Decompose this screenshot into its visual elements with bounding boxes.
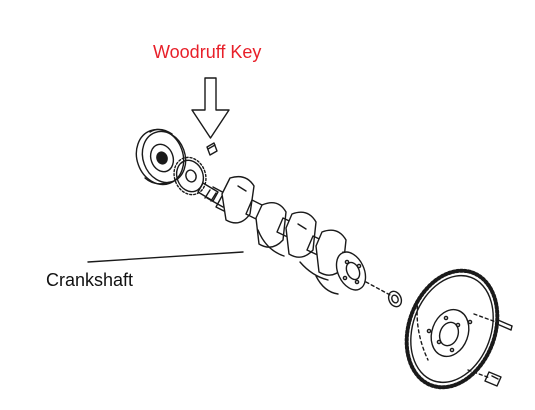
pilot-bearing [387,290,403,308]
woodruff-key [206,142,218,156]
crankshaft-body [215,175,357,295]
rear-flange [335,251,367,291]
woodruff-key-label: Woodruff Key [153,42,262,62]
timing-sprocket [173,156,207,196]
crank-snout [197,182,229,208]
flywheel [404,268,500,390]
crankshaft-leader-line [87,251,244,263]
crankshaft-label: Crankshaft [46,270,134,290]
dowel-pin [473,313,513,331]
flywheel-bolt [467,369,502,387]
down-arrow-outline-icon [191,77,230,139]
crank-pulley [135,128,187,186]
